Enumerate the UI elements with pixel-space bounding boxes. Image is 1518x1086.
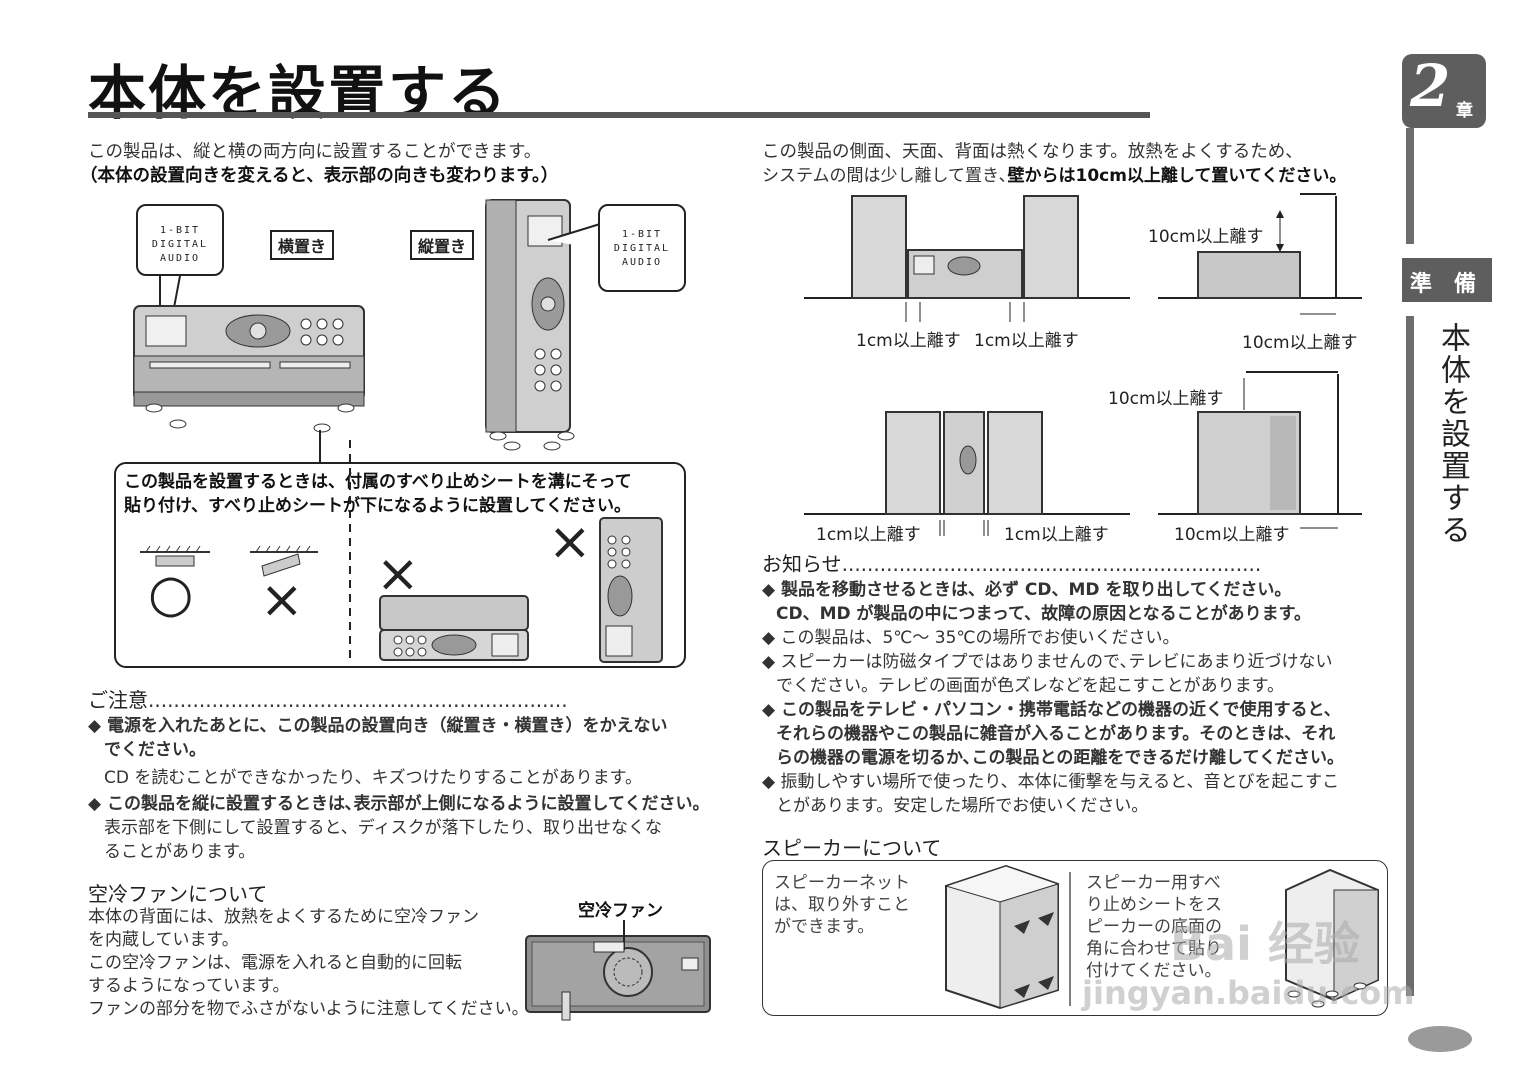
dim-10cm-side: 10cm以上離す bbox=[1242, 333, 1358, 353]
speaker-heading: スピーカーについて bbox=[762, 836, 942, 860]
display-callout-left-text: 1-BIT DIGITAL AUDIO bbox=[151, 225, 209, 264]
label-vertical: 縦置き bbox=[410, 230, 475, 260]
display-callout-right bbox=[598, 204, 686, 292]
label-horizontal: 横置き bbox=[270, 230, 335, 260]
dim-1cm-left-top: 1cm以上離す bbox=[856, 331, 961, 351]
chapter-number: 2 bbox=[1410, 52, 1451, 120]
fan-heading: 空冷ファンについて bbox=[88, 882, 268, 906]
chapter-tab bbox=[1402, 54, 1486, 128]
notice-item-4: ◆ この製品をテレビ・パソコン・携帯電話などの機器の近くで使用すると、 それらの… bbox=[762, 700, 1344, 768]
notice-item-3: ◆ スピーカーは防磁タイプではありませんので､テレビにあまり近づけない でくださ… bbox=[762, 652, 1333, 696]
notice-item-1: ◆ 製品を移動させるときは、必ず CD、MD を取り出してください。 CD、MD… bbox=[762, 580, 1311, 624]
watermark-url: jingyan.baidu.com bbox=[1082, 974, 1415, 1012]
caution-item-1: ◆ 電源を入れたあとに、この製品の設置向き（縦置き・横置き）をかえない でくださ… bbox=[88, 716, 668, 760]
dim-1cm-left-bottom: 1cm以上離す bbox=[816, 525, 921, 545]
sheet-note-2: 貼り付け、すべり止めシートが下になるように設置してください。 bbox=[124, 496, 631, 516]
dim-1cm-right-top: 1cm以上離す bbox=[974, 331, 1079, 351]
right-intro-1: この製品の側面、天面、背面は熱くなります。放熱をよくするため、 bbox=[762, 142, 1303, 162]
fan-label: 空冷ファン bbox=[578, 901, 663, 921]
title-rule bbox=[88, 112, 1150, 118]
display-callout-left bbox=[136, 204, 224, 276]
speaker-sheet-text: スピーカー用すべ り止めシートをス ピーカーの底面の 角に合わせて貼り 付けてく… bbox=[1086, 873, 1222, 981]
caution-item-3: ◆ この製品を縦に設置するときは､表示部が上側になるように設置してください。 bbox=[88, 794, 710, 814]
sheet-note-1: この製品を設置するときは、付属のすべり止めシートを溝にそって bbox=[124, 472, 632, 492]
page-number-oval bbox=[1408, 1026, 1472, 1052]
dim-10cm-top-2: 10cm以上離す bbox=[1108, 389, 1224, 409]
chapter-suffix: 章 bbox=[1456, 101, 1473, 121]
caution-item-2: CD を読むことができなかったり、キズつけたりすることがあります。 bbox=[104, 768, 642, 788]
dim-10cm-top: 10cm以上離す bbox=[1148, 227, 1264, 247]
section-tab bbox=[1402, 258, 1492, 302]
section-label: 準 備 bbox=[1410, 272, 1477, 297]
left-intro-1: この製品は、縦と横の両方向に設置することができます。 bbox=[88, 142, 542, 162]
vertical-section-title: 本体を設置する bbox=[1435, 322, 1470, 546]
ok-mark: ○ bbox=[148, 564, 194, 624]
notice-item-2: ◆ この製品は、5℃～ 35℃の場所でお使いください。 bbox=[762, 628, 1180, 648]
notice-heading: お知らせ....................................… bbox=[762, 552, 1262, 576]
ng-mark-3: × bbox=[548, 512, 592, 572]
right-intro-2: システムの間は少し離して置き､壁からは10cm以上離して置いてください。 bbox=[762, 166, 1347, 186]
dim-1cm-right-bottom: 1cm以上離す bbox=[1004, 525, 1109, 545]
watermark-logo: Bai 经验 bbox=[1170, 917, 1360, 971]
speaker-net-text: スピーカーネット は、取り外すこと ができます。 bbox=[774, 873, 910, 937]
speaker-box bbox=[762, 860, 1388, 1016]
ng-mark-1: × bbox=[260, 570, 304, 630]
chapter-bar-lower bbox=[1406, 316, 1414, 996]
caution-item-4: 表示部を下側にして設置すると、ディスクが落下したり、取り出せなくな ることがあり… bbox=[104, 818, 662, 862]
chapter-bar-upper bbox=[1406, 128, 1414, 244]
notice-item-5: ◆ 振動しやすい場所で使ったり、本体に衝撃を与えると、音とびを起こすこ とがあり… bbox=[762, 772, 1340, 816]
fan-text: 本体の背面には、放熱をよくするために空冷ファン を内蔵しています。 この空冷ファ… bbox=[88, 907, 529, 1019]
dim-10cm-rear: 10cm以上離す bbox=[1174, 525, 1290, 545]
sheet-note-box bbox=[114, 462, 686, 668]
ng-mark-2: × bbox=[376, 544, 420, 604]
display-callout-right-text: 1-BIT DIGITAL AUDIO bbox=[613, 229, 671, 268]
caution-heading: ご注意.....................................… bbox=[88, 688, 568, 712]
left-intro-2: （本体の設置向きを変えると、表示部の向きも変わります。） bbox=[80, 166, 559, 186]
